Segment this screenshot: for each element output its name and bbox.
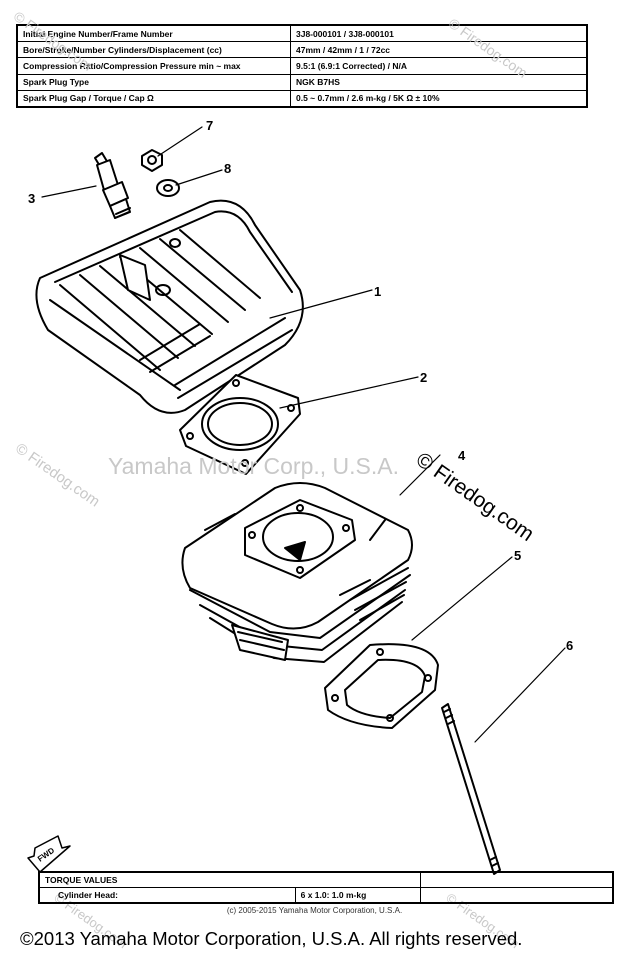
torque-row: Cylinder Head: 6 x 1.0: 1.0 m-kg [38,887,614,904]
fwd-arrow-icon [27,835,71,873]
cylinder-head[interactable] [35,199,304,414]
torque-header-row: TORQUE VALUES [38,871,614,888]
spec-row: Compression Ratio/Compression Pressure m… [16,57,588,75]
copyright-small: (c) 2005-2015 Yamaha Motor Corporation, … [226,906,403,915]
spec-value: NGK B7HS [290,73,588,91]
spec-row: Bore/Stroke/Number Cylinders/Displacemen… [16,41,588,59]
torque-value: 6 x 1.0: 1.0 m-kg [294,887,422,904]
callout-7: 7 [206,118,213,133]
callout-1: 1 [374,284,381,299]
cylinder-head-nut[interactable] [141,149,163,172]
spec-table: Initial Engine Number/Frame Number 3J8-0… [16,24,588,108]
leader-lines [41,126,566,743]
cylinder[interactable] [181,482,413,663]
spec-row: Spark Plug Gap / Torque / Cap Ω 0.5 ~ 0.… [16,89,588,108]
callout-8: 8 [224,161,231,176]
fwd-label: FWD [36,846,56,864]
cylinder-head-gasket[interactable] [179,374,301,475]
callout-6: 6 [566,638,573,653]
callout-3: 3 [28,191,35,206]
callout-2: 2 [420,370,427,385]
cylinder-base-gasket[interactable] [324,643,439,729]
washer[interactable] [156,179,180,197]
torque-title: TORQUE VALUES [38,871,422,888]
stud-bolt[interactable] [441,703,501,875]
spec-row: Spark Plug Type NGK B7HS [16,73,588,91]
copyright: ©2013 Yamaha Motor Corporation, U.S.A. A… [20,928,523,949]
torque-label: Cylinder Head: [38,887,296,904]
spec-value: 0.5 ~ 0.7mm / 2.6 m-kg / 5K Ω ± 10% [290,89,588,108]
callout-4: 4 [458,448,466,463]
spark-plug[interactable] [94,152,131,219]
callout-5: 5 [514,548,521,563]
torque-values-table: TORQUE VALUES Cylinder Head: 6 x 1.0: 1.… [38,871,614,904]
